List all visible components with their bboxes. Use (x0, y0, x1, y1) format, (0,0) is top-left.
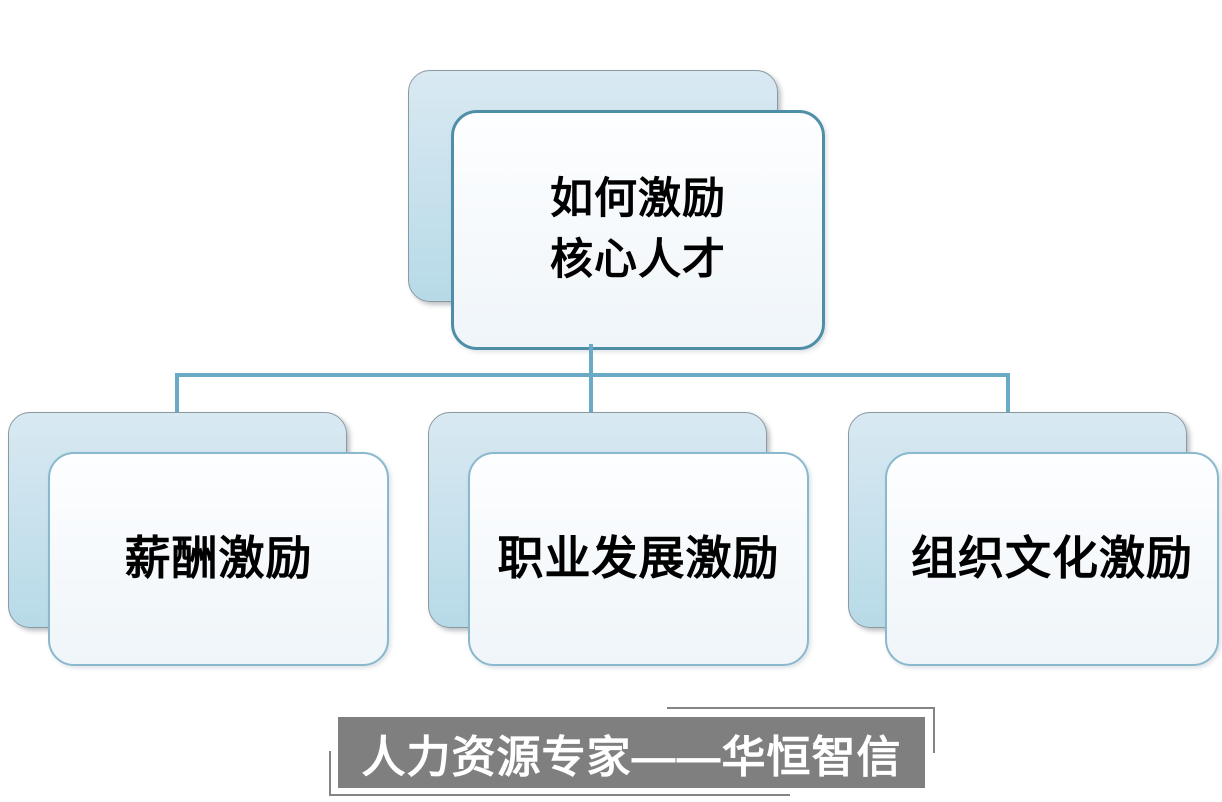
root-node-box: 如何激励 核心人才 (451, 110, 825, 350)
root-node-label: 如何激励 核心人才 (550, 169, 726, 291)
child-node-culture-label: 组织文化激励 (911, 532, 1193, 585)
child-node-salary-box: 薪酬激励 (48, 452, 389, 666)
connector-middle-drop (589, 373, 593, 414)
child-node-career-box: 职业发展激励 (468, 452, 809, 666)
child-node-culture-box: 组织文化激励 (885, 452, 1219, 666)
banner-corner-bracket-top-right (667, 707, 935, 753)
connector-root-drop (589, 344, 593, 377)
root-node-label-line2: 核心人才 (550, 236, 726, 284)
banner-corner-bracket-bottom-left (329, 751, 790, 796)
connector-right-drop (1006, 373, 1010, 414)
child-node-career-label: 职业发展激励 (497, 532, 780, 585)
footer-banner: 人力资源专家——华恒智信 (338, 717, 925, 788)
child-node-salary-label: 薪酬激励 (124, 532, 313, 585)
root-node-label-line1: 如何激励 (550, 174, 726, 223)
connector-left-drop (175, 373, 179, 414)
